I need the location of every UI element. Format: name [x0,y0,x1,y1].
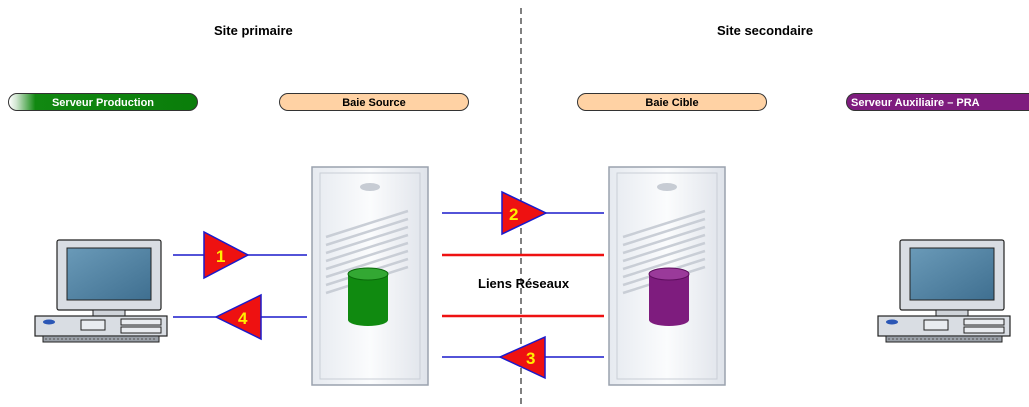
step-2-arrow-icon: 2 [501,190,548,236]
source-database-icon [347,267,389,326]
step-4-arrow-icon: 4 [214,293,262,341]
production-computer-icon [34,239,168,343]
svg-text:4: 4 [238,309,248,328]
network-links-label: Liens Réseaux [478,276,570,291]
svg-text:1: 1 [216,247,225,266]
svg-text:2: 2 [509,205,518,224]
secondary-site-title: Site secondaire [717,23,814,38]
source-storage-array-icon [311,166,429,386]
auxiliary-server-label: Serveur Auxiliaire – PRA [846,93,1029,111]
target-storage-array-icon [608,166,726,386]
primary-site-title: Site primaire [214,23,293,38]
step-3-arrow-icon: 3 [498,335,546,380]
auxiliary-computer-icon [877,239,1011,343]
svg-text:3: 3 [526,349,535,368]
production-server-label: Serveur Production [8,93,198,111]
source-array-label: Baie Source [279,93,469,111]
target-array-label: Baie Cible [577,93,767,111]
target-database-icon [648,267,690,326]
step-1-arrow-icon: 1 [203,230,250,280]
